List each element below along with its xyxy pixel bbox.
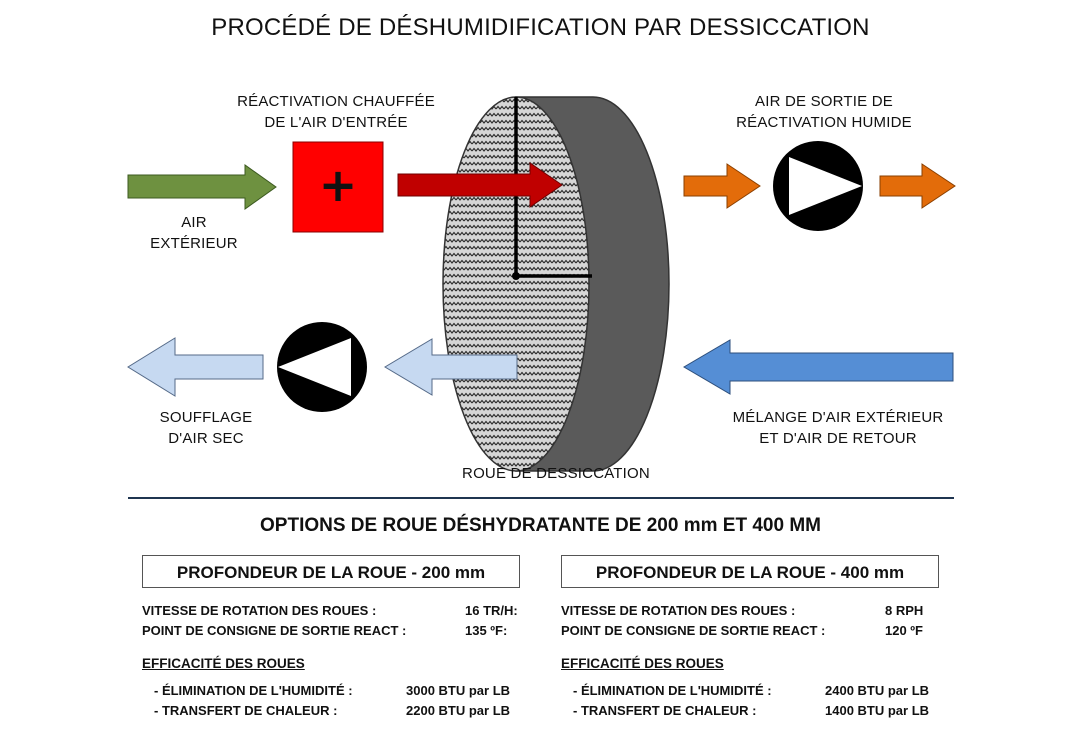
heat-label: - TRANSFERT DE CHALEUR :: [154, 703, 338, 718]
option-200mm-speed: VITESSE DE ROTATION DES ROUES : 16 TR/H:: [142, 601, 522, 621]
option-400mm-moisture: - ÉLIMINATION DE L'HUMIDITÉ : 2400 BTU p…: [573, 681, 945, 701]
supply-air-label-line2: D'AIR SEC: [168, 430, 244, 447]
option-200mm-header: PROFONDEUR DE LA ROUE - 200 mm: [142, 555, 520, 588]
option-400mm-heat: - TRANSFERT DE CHALEUR : 1400 BTU par LB: [573, 701, 945, 721]
exhaust-fan-icon: [773, 141, 863, 231]
moisture-label: - ÉLIMINATION DE L'HUMIDITÉ :: [573, 683, 772, 698]
option-400mm-setpoint: POINT DE CONSIGNE DE SORTIE REACT : 120 …: [561, 621, 945, 641]
mixed-air-label: MÉLANGE D'AIR EXTÉRIEUR ET D'AIR DE RETO…: [710, 407, 966, 449]
option-400mm: PROFONDEUR DE LA ROUE - 400 mm VITESSE D…: [561, 555, 945, 725]
heated-air-arrow: [397, 162, 563, 208]
heat-value: 1400 BTU par LB: [825, 703, 930, 718]
setpoint-label: POINT DE CONSIGNE DE SORTIE REACT :: [142, 623, 407, 638]
option-200mm-heat: - TRANSFERT DE CHALEUR : 2200 BTU par LB: [154, 701, 522, 721]
dry-air-arrow-from-wheel: [384, 338, 518, 396]
heater-box: [292, 141, 384, 233]
setpoint-value: 135 ºF:: [465, 623, 508, 638]
option-200mm-moisture: - ÉLIMINATION DE L'HUMIDITÉ : 3000 BTU p…: [154, 681, 522, 701]
outdoor-air-label-line1: AIR: [181, 214, 207, 231]
supply-air-label: SOUFFLAGE D'AIR SEC: [136, 407, 276, 449]
exhaust-air-label: AIR DE SORTIE DE RÉACTIVATION HUMIDE: [708, 91, 940, 133]
options-heading: OPTIONS DE ROUE DÉSHYDRATANTE DE 200 mm …: [260, 515, 821, 536]
exhaust-air-label-line2: RÉACTIVATION HUMIDE: [736, 114, 912, 131]
exhaust-air-label-line1: AIR DE SORTIE DE: [755, 93, 893, 110]
diagram-title: PROCÉDÉ DE DÉSHUMIDIFICATION PAR DESSICC…: [211, 14, 870, 41]
speed-label: VITESSE DE ROTATION DES ROUES :: [561, 603, 796, 618]
reactivation-label-line1: RÉACTIVATION CHAUFFÉE: [237, 93, 435, 110]
efficiency-heading: EFFICACITÉ DES ROUES: [142, 656, 305, 671]
exhaust-arrow-in: [683, 163, 761, 209]
option-400mm-header: PROFONDEUR DE LA ROUE - 400 mm: [561, 555, 939, 588]
speed-label: VITESSE DE ROTATION DES ROUES :: [142, 603, 377, 618]
reactivation-label: RÉACTIVATION CHAUFFÉE DE L'AIR D'ENTRÉE: [218, 91, 454, 133]
outdoor-air-label-line2: EXTÉRIEUR: [150, 235, 238, 252]
wheel-label: ROUE DE DESSICCATION: [462, 465, 650, 482]
wheel-hub: [512, 272, 520, 280]
setpoint-label: POINT DE CONSIGNE DE SORTIE REACT :: [561, 623, 826, 638]
dry-air-supply-arrow: [127, 337, 264, 397]
option-400mm-speed: VITESSE DE ROTATION DES ROUES : 8 RPH: [561, 601, 945, 621]
speed-value: 16 TR/H:: [465, 603, 518, 618]
process-diagram: +: [127, 96, 956, 472]
speed-value: 8 RPH: [885, 603, 924, 618]
moisture-label: - ÉLIMINATION DE L'HUMIDITÉ :: [154, 683, 353, 698]
exhaust-arrow-out: [879, 163, 956, 209]
heat-value: 2200 BTU par LB: [406, 703, 511, 718]
mixed-air-label-line1: MÉLANGE D'AIR EXTÉRIEUR: [732, 409, 944, 426]
option-200mm: PROFONDEUR DE LA ROUE - 200 mm VITESSE D…: [142, 555, 522, 725]
heat-label: - TRANSFERT DE CHALEUR :: [573, 703, 757, 718]
efficiency-heading: EFFICACITÉ DES ROUES: [561, 656, 724, 671]
outdoor-air-arrow: [127, 164, 277, 210]
setpoint-value: 120 ºF: [885, 623, 923, 638]
moisture-value: 2400 BTU par LB: [825, 683, 930, 698]
reactivation-label-line2: DE L'AIR D'ENTRÉE: [264, 114, 408, 131]
mixed-air-arrow: [683, 339, 954, 395]
section-divider: [128, 497, 954, 499]
supply-fan-icon: [277, 322, 367, 412]
option-200mm-setpoint: POINT DE CONSIGNE DE SORTIE REACT : 135 …: [142, 621, 522, 641]
desiccant-wheel: [442, 96, 670, 472]
outdoor-air-label: AIR EXTÉRIEUR: [134, 212, 254, 254]
supply-air-label-line1: SOUFFLAGE: [159, 409, 253, 426]
mixed-air-label-line2: ET D'AIR DE RETOUR: [759, 430, 917, 447]
moisture-value: 3000 BTU par LB: [406, 683, 511, 698]
heater-plus-icon: +: [319, 158, 358, 212]
